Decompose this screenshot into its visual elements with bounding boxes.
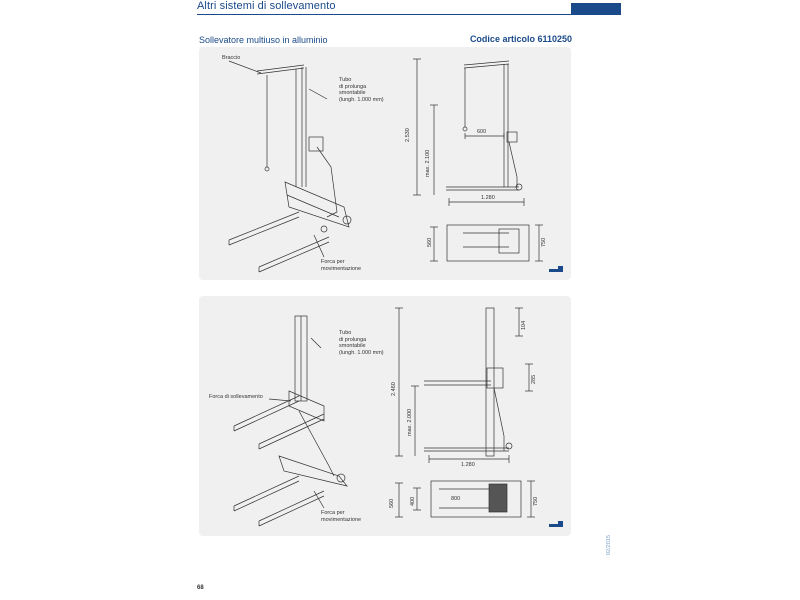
dim-104: 104 — [521, 320, 527, 330]
label-forca-sollevamento: Forca di sollevamento — [209, 394, 263, 400]
page-number: 68 — [197, 585, 204, 591]
dim-1280: 1.280 — [481, 195, 495, 201]
corner-marker — [549, 266, 563, 272]
technical-drawing-1 — [228, 58, 543, 273]
drawing-panel-1: Braccio Tubo di prolunga smontabile (lun… — [199, 47, 571, 280]
dim-750-2: 750 — [533, 496, 539, 506]
side-edition-code: 02/2015 — [606, 535, 612, 555]
header-rule — [197, 14, 621, 15]
label-tubo-prolunga: Tubo di prolunga smontabile (lungh. 1.00… — [339, 77, 384, 103]
page-header-title: Altri sistemi di sollevamento — [197, 0, 336, 12]
article-code: Codice articolo 6110250 — [469, 34, 572, 44]
label-braccio: Braccio — [222, 55, 241, 61]
label-forca-movimentazione: Forca per movimentazione — [321, 259, 362, 272]
dim-750: 750 — [541, 237, 547, 247]
dim-max-2000: max. 2.000 — [407, 408, 413, 436]
label-forca-movimentazione-2: Forca per movimentazione — [321, 510, 362, 523]
dim-2530: 2.530 — [405, 128, 411, 142]
header-accent-block — [571, 3, 621, 15]
dim-560: 560 — [427, 237, 433, 247]
corner-marker-2 — [549, 521, 563, 527]
dim-400: 400 — [410, 496, 416, 506]
label-tubo-prolunga-2: Tubo di prolunga smontabile (lungh. 1.00… — [339, 330, 384, 356]
dim-285: 285 — [531, 374, 537, 384]
dim-1280-2: 1.280 — [461, 462, 475, 468]
dim-max-2100: max. 2.100 — [425, 149, 431, 177]
technical-drawing-2 — [233, 307, 535, 527]
dim-2460: 2.460 — [391, 382, 397, 396]
dim-600: 600 — [477, 129, 487, 135]
product-subtitle: Sollevatore multiuso in alluminio — [199, 35, 328, 45]
dim-800: 800 — [451, 496, 461, 502]
dim-560-2: 560 — [389, 498, 395, 508]
drawing-panel-2: Tubo di prolunga smontabile (lungh. 1.00… — [199, 296, 571, 536]
